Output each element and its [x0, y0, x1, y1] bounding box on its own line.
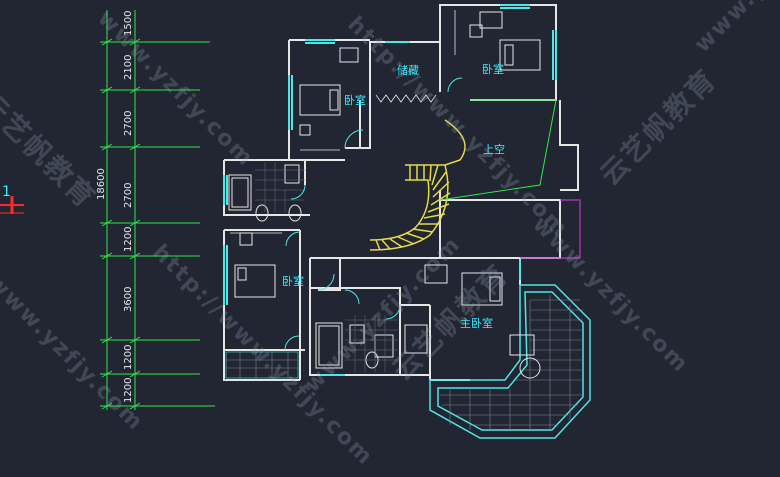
- purple-line: [520, 199, 581, 259]
- dim-7: 1200: [123, 345, 134, 370]
- dim-8: 1200: [123, 378, 134, 403]
- label-bedroom-left: 卧室: [282, 274, 304, 288]
- label-bedroom-top-left: 卧室: [344, 93, 366, 107]
- spiral-stair: [369, 119, 466, 251]
- label-master-bedroom: 主卧室: [460, 316, 493, 330]
- axis-marker: [0, 196, 24, 214]
- label-storage: 储藏: [397, 63, 419, 77]
- dim-total: 18600: [96, 168, 107, 200]
- dim-2: 2100: [123, 55, 134, 80]
- bathroom-fixtures: [228, 164, 379, 369]
- left-balcony-hatch: [225, 351, 299, 379]
- void-outline: [439, 99, 557, 201]
- furniture: [234, 11, 541, 379]
- doors: [284, 77, 463, 351]
- dim-5: 1200: [123, 227, 134, 252]
- label-open-above: 上空: [483, 142, 505, 156]
- dimension-chain: [100, 10, 215, 410]
- axis-label: 1: [2, 184, 11, 200]
- dim-6: 3600: [123, 287, 134, 312]
- dim-1: 1500: [123, 11, 134, 36]
- balcony-hatch: [440, 295, 583, 430]
- windows: [223, 4, 557, 376]
- storage-zigzag: [230, 10, 456, 234]
- dim-4: 2700: [123, 183, 134, 208]
- label-bedroom-top-right: 卧室: [482, 62, 504, 76]
- dim-3: 2700: [123, 111, 134, 136]
- dimension-labels: 18600 1500 2100 2700 2700 1200 3600 1200…: [96, 11, 134, 403]
- balcony: [429, 284, 591, 439]
- bath-tiles: [255, 162, 398, 372]
- room-labels: 储藏 卧室 卧室 上空 卧室 主卧室: [282, 62, 505, 330]
